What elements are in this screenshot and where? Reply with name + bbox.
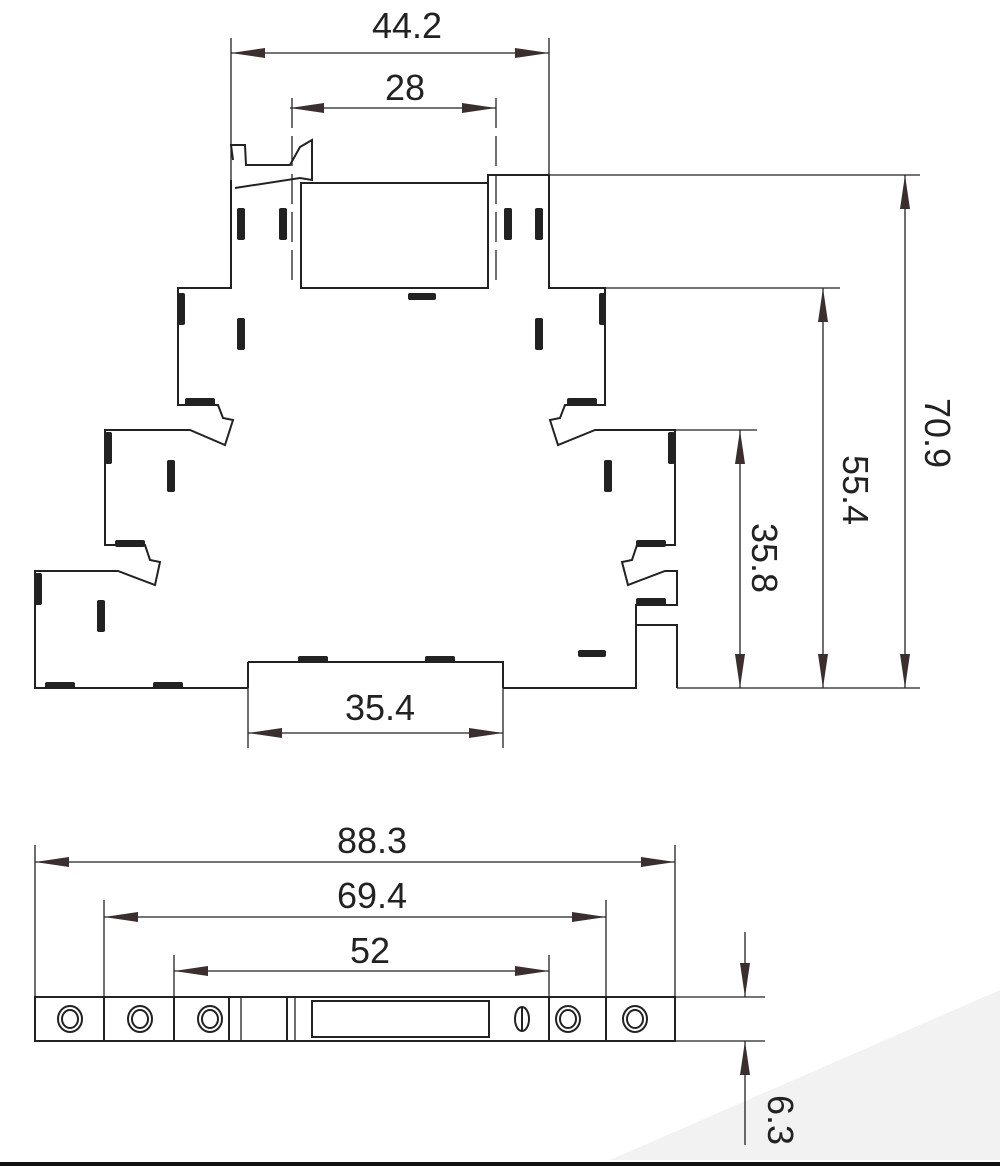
dim-35-4-arrow (248, 728, 282, 738)
dim-35-8-arrow (735, 654, 745, 688)
dim-55-4-arrow (818, 654, 828, 688)
dim-70-9-arrow (900, 175, 910, 209)
dim-88-3-arrow (641, 857, 675, 867)
dim-rail-width: 35.4 (345, 687, 415, 728)
dimension-lines (34, 38, 920, 1145)
dim-total-height: 70.9 (917, 398, 958, 468)
dim-low-height: 35.8 (744, 523, 785, 593)
dim-mid-height: 55.4 (835, 455, 876, 525)
screw-terminal-icon (626, 1009, 644, 1029)
bottom-view-outline (34, 996, 676, 1042)
screw-terminal-icon (57, 1005, 83, 1033)
screw-terminal-icon (622, 1005, 648, 1033)
dim-28-arrow (290, 103, 324, 113)
screw-terminal-icon (201, 1009, 219, 1029)
dim-6-3-arrow (740, 963, 750, 997)
dim-52-arrow (174, 966, 208, 976)
screw-terminal-icon (555, 1005, 581, 1033)
side-view-outline (34, 98, 678, 689)
background-accent (610, 990, 1000, 1160)
dim-top-width: 44.2 (372, 5, 442, 46)
screw-terminal-icon (197, 1005, 223, 1033)
dim-35-4-arrow (469, 728, 503, 738)
dim-69-4-arrow (104, 912, 138, 922)
dim-overall-length: 88.3 (337, 820, 407, 861)
dim-69-4-arrow (572, 912, 606, 922)
dim-52-arrow (515, 966, 549, 976)
dim-thickness: 6.3 (760, 1095, 801, 1145)
dim-relay-width: 28 (385, 67, 425, 108)
dim-55-4-arrow (818, 288, 828, 322)
dim-mid-length: 69.4 (337, 875, 407, 916)
dim-28-arrow (462, 103, 496, 113)
screw-terminal-icon (131, 1009, 149, 1029)
screw-terminal-icon (559, 1009, 577, 1029)
dim-inner-length: 52 (350, 930, 390, 971)
screw-terminal-icon (127, 1005, 153, 1033)
dim-35-8-arrow (735, 430, 745, 464)
dim-88-3-arrow (35, 857, 69, 867)
dim-44-2-arrow (231, 48, 265, 58)
screw-terminal-icon (61, 1009, 79, 1029)
dim-70-9-arrow (900, 654, 910, 688)
dim-6-3-arrow (740, 1041, 750, 1075)
dim-44-2-arrow (515, 48, 549, 58)
